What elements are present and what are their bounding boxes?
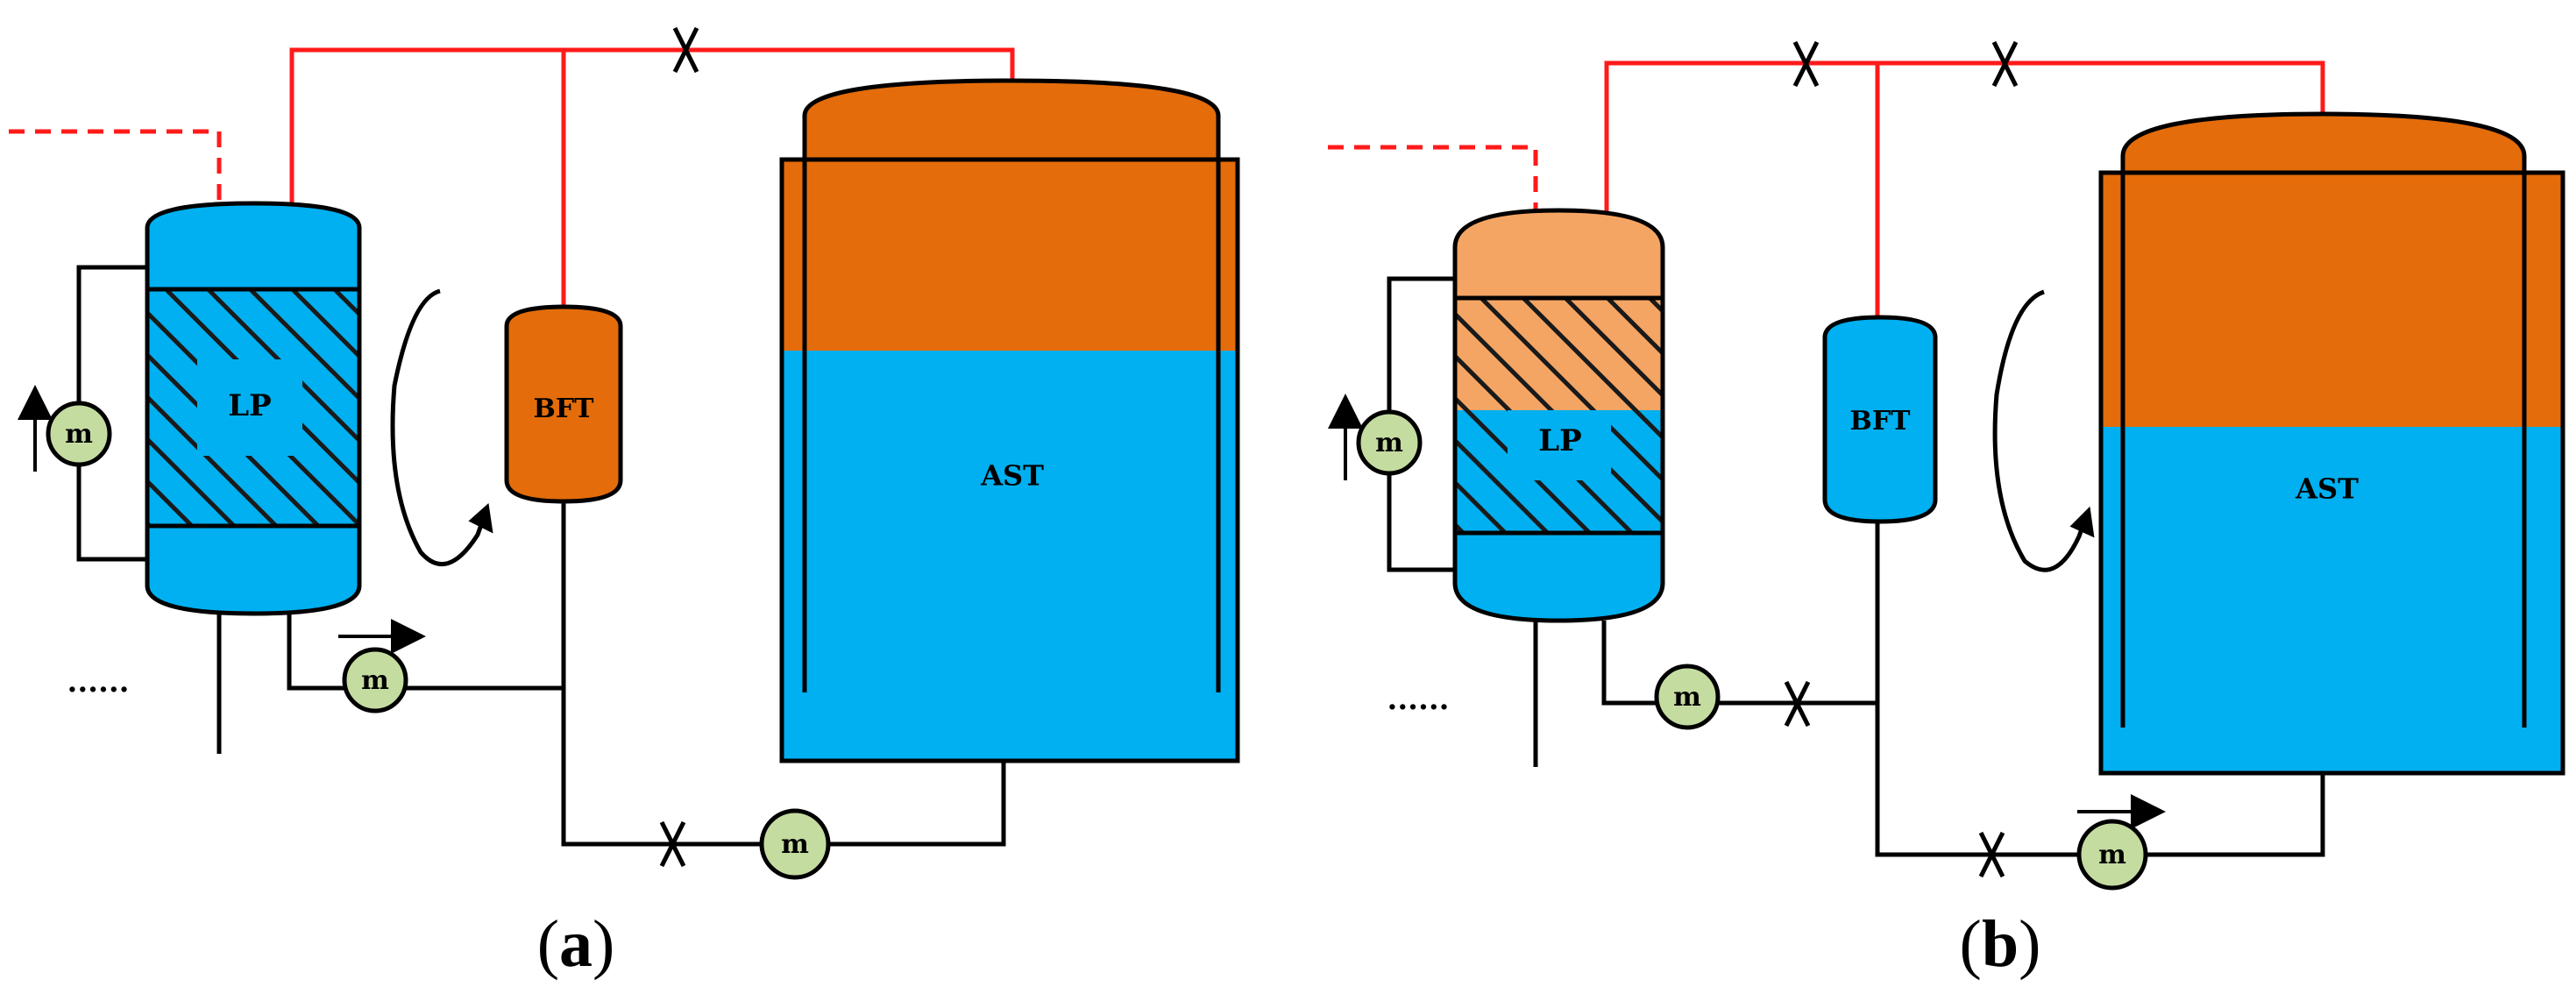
- ast-label-b: AST: [2295, 472, 2359, 506]
- svg-text:m: m: [65, 419, 93, 450]
- ast-label-a: AST: [980, 459, 1044, 493]
- caption-b: (b): [1960, 907, 2041, 981]
- bft-label-b: BFT: [1850, 406, 1912, 437]
- lp-column-a: LP: [145, 201, 362, 616]
- bft-label-a: BFT: [534, 394, 595, 424]
- bft-tank-a: BFT: [504, 304, 623, 504]
- panel-a: LP m m ...... BFT: [9, 26, 1240, 981]
- ast-tank-a: AST: [779, 78, 1240, 763]
- lp-to-bft-line-b: [1601, 621, 1877, 706]
- lp-column-b: LP: [1452, 208, 1665, 623]
- ast-tank-b: AST: [2098, 111, 2565, 776]
- valve-icon: [659, 820, 686, 868]
- panel-b: LP m m ...... BFT: [1328, 40, 2565, 981]
- lp-label-box-a: [197, 359, 302, 456]
- pump-transfer-b: m: [1654, 664, 1721, 730]
- gas-inlet-line-a: [9, 129, 222, 209]
- gas-inlet-line-b: [1328, 145, 1538, 213]
- lp-top-dome-a: [147, 203, 359, 289]
- lp-label-a: LP: [228, 388, 271, 423]
- pump-recirc-b: m: [1356, 409, 1423, 476]
- valve-icon: [672, 26, 699, 74]
- lp-label-b: LP: [1538, 423, 1581, 458]
- valve-icon: [1978, 831, 2005, 878]
- rotation-arrow-icon: [390, 288, 486, 567]
- gas-header-line-a: [289, 47, 1015, 207]
- svg-text:m: m: [1673, 682, 1701, 713]
- svg-text:m: m: [2098, 840, 2126, 870]
- gas-header-line-b: [1604, 60, 2325, 213]
- svg-text:m: m: [361, 665, 389, 696]
- svg-text:m: m: [781, 829, 809, 860]
- svg-text:m: m: [1375, 428, 1403, 458]
- lp-to-bft-line-a: [287, 614, 564, 691]
- ellipsis-a: ......: [67, 664, 129, 699]
- pump-return-b: m: [2076, 819, 2148, 891]
- rotation-arrow-icon: [1992, 289, 2087, 572]
- lp-label-box-b: [1508, 410, 1611, 480]
- pump-transfer-a: m: [342, 647, 408, 713]
- valve-icon: [1784, 680, 1811, 728]
- pump-return-a: m: [759, 808, 831, 880]
- lp-bottom-dome-a: [147, 526, 359, 614]
- pump-recirc-a: m: [46, 401, 112, 467]
- valve-icon: [1991, 40, 2019, 88]
- caption-a: (a): [537, 907, 615, 981]
- valve-icon: [1792, 40, 1820, 88]
- bft-tank-b: BFT: [1822, 315, 1938, 524]
- ellipsis-b: ......: [1387, 682, 1449, 717]
